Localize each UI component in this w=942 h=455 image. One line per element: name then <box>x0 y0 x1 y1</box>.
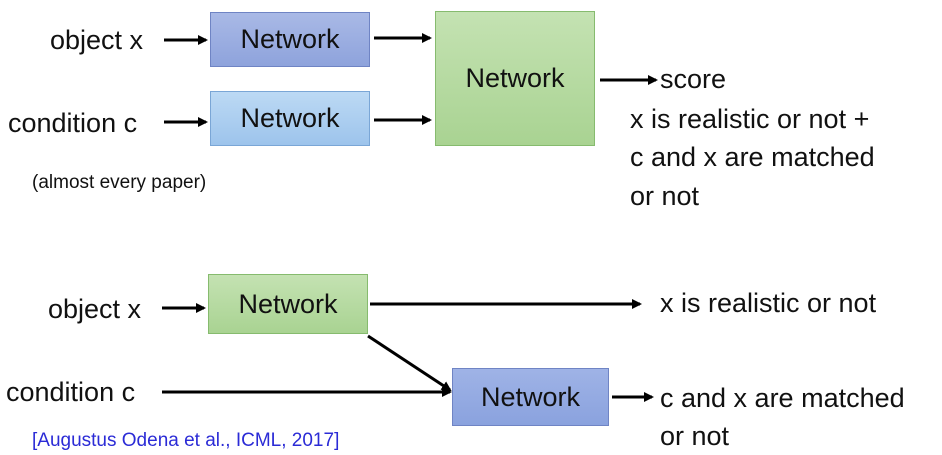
network-box-match: Network <box>452 368 609 426</box>
score-label: score <box>660 64 727 94</box>
output-line-3: or not <box>630 181 700 211</box>
object-x-label: object x <box>50 25 144 55</box>
object-x-label-bottom: object x <box>48 294 142 324</box>
output-match-line-1: c and x are matched <box>660 383 905 413</box>
network-box-label: Network <box>480 381 581 412</box>
network-box-label: Network <box>465 63 565 93</box>
condition-c-label: condition c <box>8 108 138 138</box>
network-box-label: Network <box>240 103 340 133</box>
note-almost-every-paper: (almost every paper) <box>32 172 207 193</box>
arrow-network-to-match-net <box>367 334 452 392</box>
output-match-line-2: or not <box>660 421 730 451</box>
network-box-label: Network <box>240 24 340 54</box>
network-box-condition: Network <box>210 91 370 146</box>
network-box-main: Network <box>435 11 595 146</box>
citation: [Augustus Odena et al., ICML, 2017] <box>32 430 340 451</box>
output-line-2: c and x are matched <box>630 142 875 172</box>
output-realistic-label: x is realistic or not <box>660 288 877 318</box>
network-box-object-bottom: Network <box>208 274 368 334</box>
output-line-1: x is realistic or not + <box>630 104 870 134</box>
condition-c-label-bottom: condition c <box>6 377 136 407</box>
network-box-object: Network <box>210 12 370 67</box>
network-box-label: Network <box>238 288 338 319</box>
